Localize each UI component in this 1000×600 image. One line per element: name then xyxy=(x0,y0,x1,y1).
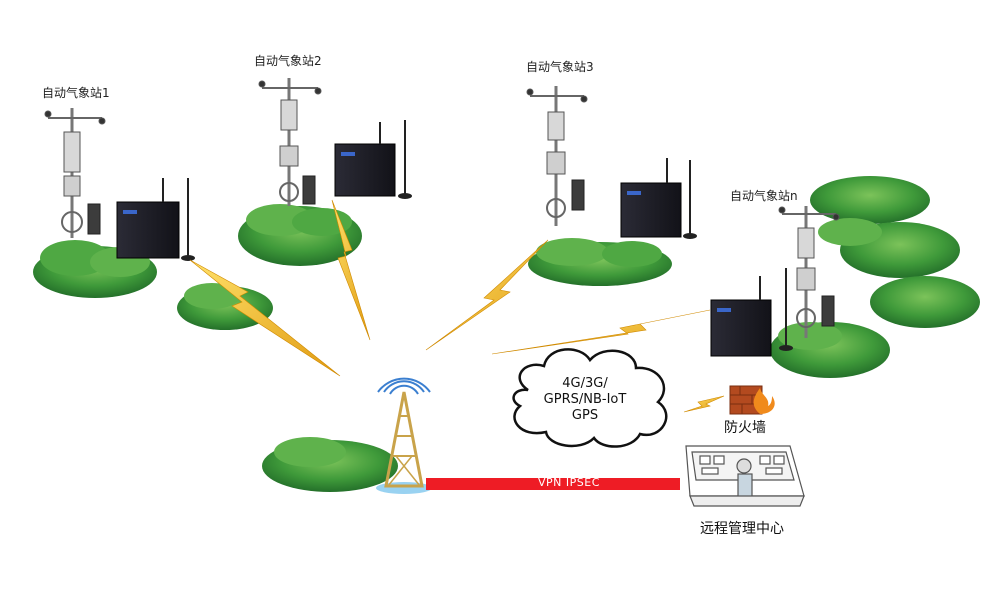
hill-icon xyxy=(262,437,398,492)
rtu-router-icon xyxy=(116,178,195,261)
rtu-router-icon xyxy=(620,158,697,239)
wireless-links xyxy=(189,199,725,413)
station-3-label: 自动气象站3 xyxy=(526,60,594,74)
hill-icon xyxy=(33,240,273,330)
control-center-label: 远程管理中心 xyxy=(700,521,784,537)
cloud-label: 4G/3G/ GPRS/NB-IoT GPS xyxy=(515,376,655,424)
station-n-label: 自动气象站n xyxy=(730,189,798,203)
station-2 xyxy=(238,78,412,266)
station-2-label: 自动气象站2 xyxy=(254,54,322,68)
cloud-line-3: GPS xyxy=(571,408,599,423)
station-1 xyxy=(33,108,273,330)
cloud-line-2: GPRS/NB-IoT xyxy=(543,392,627,407)
control-center-icon xyxy=(685,445,805,507)
hill-icon xyxy=(528,238,672,286)
lightning-icon xyxy=(189,259,341,377)
lightning-icon xyxy=(491,309,711,355)
weather-mast-icon xyxy=(526,86,588,226)
base-station xyxy=(262,377,432,494)
vpn-link-label: VPN IPSEC xyxy=(538,476,600,489)
station-1-label: 自动气象站1 xyxy=(42,86,110,100)
firewall-icon xyxy=(729,385,775,415)
rtu-router-icon xyxy=(334,120,412,199)
vpn-link-bar xyxy=(426,478,680,490)
weather-mast-icon xyxy=(258,78,322,206)
firewall-label: 防火墙 xyxy=(724,420,766,436)
cloud-icon xyxy=(512,348,668,448)
hill-icon xyxy=(770,176,980,378)
station-n xyxy=(710,176,980,378)
cell-tower-icon xyxy=(376,377,432,494)
weather-mast-icon xyxy=(778,206,840,338)
lightning-icon xyxy=(425,239,549,351)
weather-mast-icon xyxy=(44,108,106,238)
rtu-router-icon xyxy=(710,268,793,357)
lightning-icon xyxy=(683,395,725,413)
lightning-icon xyxy=(331,199,371,341)
station-3 xyxy=(526,86,697,286)
cloud-line-1: 4G/3G/ xyxy=(562,376,608,391)
